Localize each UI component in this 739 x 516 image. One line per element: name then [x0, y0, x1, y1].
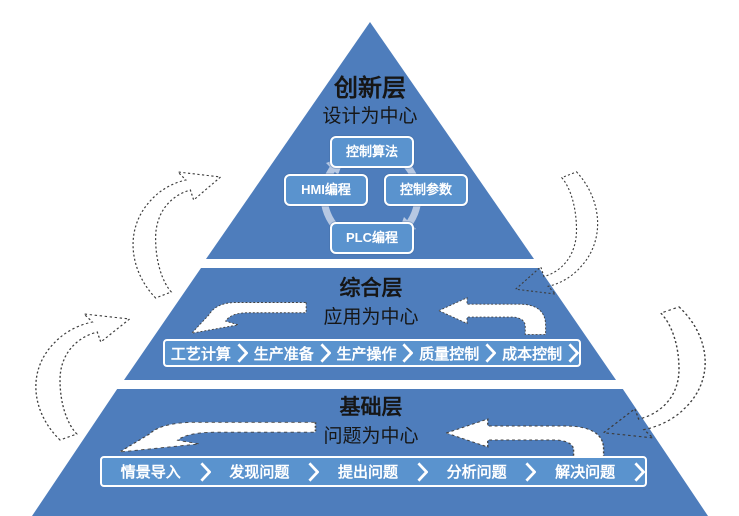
flow-step: 提出问题 — [337, 464, 398, 481]
flow-step: 解决问题 — [555, 464, 616, 481]
chevron-right-icon — [200, 461, 211, 482]
layer-title-integration: 综合层 — [339, 277, 403, 300]
cycle-box-control-parameters: 控制参数 — [384, 174, 468, 206]
chevron-right-icon — [485, 343, 497, 363]
chevron-right-icon — [308, 461, 320, 482]
flow-step: 工艺计算 — [170, 345, 231, 363]
flow-step: 情景导入 — [120, 464, 181, 481]
chevron-right-icon — [525, 461, 537, 482]
chevron-right-icon — [634, 461, 645, 482]
flow-step: 分析问题 — [446, 464, 507, 481]
cycle-box-control-algorithm: 控制算法 — [330, 136, 414, 168]
layer-title-innovation: 创新层 — [334, 75, 406, 102]
cycle-box-plc-programming: PLC编程 — [330, 222, 414, 254]
layer-title-foundation: 基础层 — [339, 396, 403, 419]
flow-bar-problem: 情景导入 发现问题 提出问题 分析问题 解决问题 — [100, 456, 647, 487]
flow-bar-application: 工艺计算 生产准备 生产操作 质量控制 成本控制 — [163, 339, 581, 367]
chevron-right-icon — [237, 343, 248, 363]
layer-subtitle-foundation: 问题为中心 — [323, 426, 419, 447]
flow-step: 质量控制 — [419, 345, 480, 363]
layer-subtitle-integration: 应用为中心 — [323, 307, 419, 328]
chevron-right-icon — [568, 343, 579, 363]
flow-step: 生产准备 — [253, 345, 314, 363]
flow-step: 生产操作 — [336, 345, 397, 363]
layer-subtitle-innovation: 设计为中心 — [322, 106, 418, 127]
cycle-box-hmi-programming: HMI编程 — [284, 174, 368, 206]
chevron-right-icon — [402, 343, 414, 363]
flow-step: 发现问题 — [229, 464, 290, 481]
chevron-right-icon — [320, 343, 331, 363]
flow-step: 成本控制 — [502, 345, 563, 363]
chevron-right-icon — [417, 461, 428, 482]
